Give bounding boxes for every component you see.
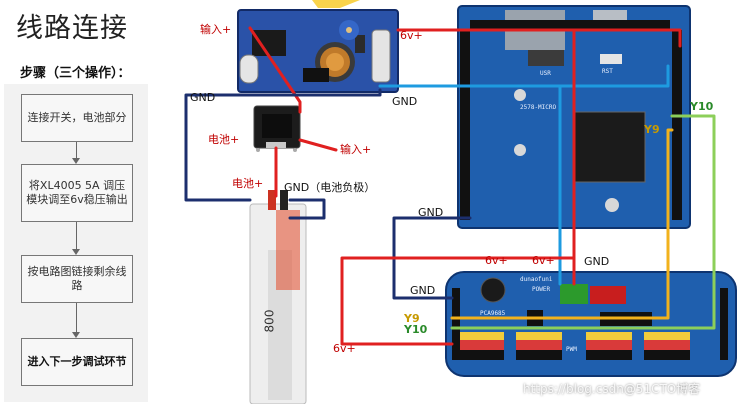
- wire-gnd-module: [184, 88, 382, 202]
- silk-pwm-label: PWM: [566, 346, 577, 353]
- label-gnd-pwm-left: GND: [410, 284, 436, 297]
- label-6v-top: 6v+: [400, 29, 423, 42]
- arrow-down-icon: [72, 332, 80, 338]
- arrow-down-icon: [72, 158, 80, 164]
- rocker-switch: [253, 105, 301, 152]
- page-title: 线路连接: [16, 13, 128, 44]
- label-y9-pwm: Y9: [404, 312, 420, 325]
- wire-gnd-battery: [288, 198, 326, 220]
- label-battery-plus: 电池+: [232, 177, 264, 190]
- wire-6v-bottom: [340, 256, 576, 346]
- silk-pwm-brand: dunaofuni: [520, 276, 553, 283]
- arrow-connector: [76, 142, 77, 159]
- silk-usr: USR: [540, 70, 551, 77]
- label-battery-plus-switch: 电池+: [208, 133, 240, 146]
- label-gnd-pwm: GND: [584, 255, 610, 268]
- label-gnd-lower: GND: [418, 206, 444, 219]
- step-2: 将XL4005 5A 调压模块调至6v稳压输出: [21, 164, 133, 222]
- arrow-down-icon: [72, 249, 80, 255]
- wire-y9: [450, 128, 674, 320]
- arrow-connector: [76, 303, 77, 333]
- battery-capacity-label: 800: [262, 309, 277, 333]
- wire-blue-mcu: [558, 64, 670, 88]
- label-y10-pwm: Y10: [404, 323, 428, 336]
- wire-6v-top: [396, 28, 682, 48]
- step-1: 连接开关，电池部分: [21, 94, 133, 142]
- label-y9-mcu: Y9: [644, 123, 660, 136]
- label-gnd-left: GND: [190, 91, 216, 104]
- step-3: 按电路图链接剩余线路: [21, 255, 133, 303]
- label-gnd-battery: GND（电池负极）: [284, 181, 376, 194]
- silk-pwm-chip: PCA9685: [480, 310, 506, 317]
- steps-panel: 连接开关，电池部分 将XL4005 5A 调压模块调至6v稳压输出 按电路图链接…: [4, 84, 148, 402]
- label-6v-bottom: 6v+: [333, 342, 356, 355]
- label-y10-mcu: Y10: [690, 100, 714, 113]
- wire-input-plus: [248, 26, 302, 114]
- arrow-connector: [76, 222, 77, 250]
- wire-switch-input: [298, 138, 338, 152]
- label-gnd-mid: GND: [392, 95, 418, 108]
- buck-converter-module: [237, 9, 399, 93]
- label-6v-b: 6v+: [532, 254, 555, 267]
- wire-y10: [450, 114, 716, 330]
- watermark: https://blog.csdn@51CTO博客: [523, 382, 701, 396]
- silk-rst: RST: [602, 68, 613, 75]
- silk-power: POWER: [532, 286, 551, 293]
- silk-mcu-model: 2578-MICRO: [520, 104, 557, 111]
- label-input-plus-switch: 输入+: [340, 143, 372, 156]
- pwm-servo-board: [445, 271, 737, 377]
- label-6v-a: 6v+: [485, 254, 508, 267]
- step-4: 进入下一步调试环节: [21, 338, 133, 386]
- battery: [249, 190, 307, 404]
- label-input-plus-top: 输入+: [200, 23, 232, 36]
- steps-heading: 步骤（三个操作）：: [20, 66, 131, 81]
